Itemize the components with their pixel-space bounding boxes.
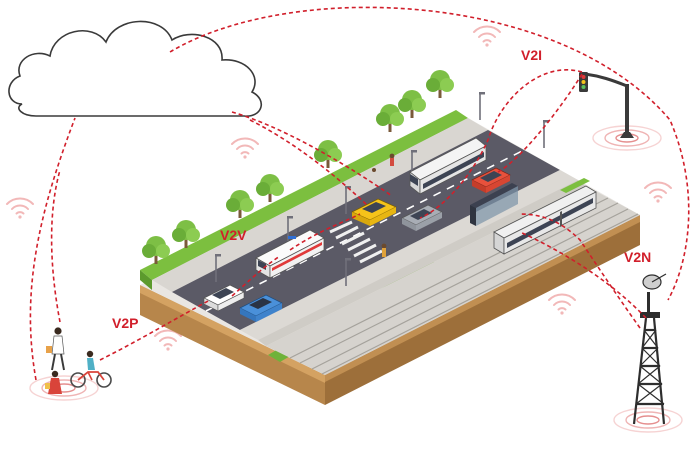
tram-icon: [493, 185, 597, 255]
label-v2i: V2I: [521, 47, 542, 63]
link-v2p: [99, 299, 211, 361]
link-v2v: [231, 255, 281, 297]
pedestrian-group-icon: [29, 327, 112, 401]
label-v2p: V2P: [112, 315, 138, 331]
street-pedestrian: [372, 153, 395, 257]
link-v2i-2: [497, 73, 583, 173]
cloud-icon: [8, 20, 263, 117]
link-cloud-taxi: [249, 119, 369, 207]
car-icon: [203, 284, 245, 312]
label-v2v: V2V: [220, 227, 247, 243]
ambulance-icon: [255, 229, 325, 279]
link-v2v-2: [289, 213, 361, 251]
link-cloud-vehicles: [231, 111, 393, 197]
car-icon: [401, 204, 443, 231]
link-ped-up: [50, 169, 61, 323]
communication-links: [29, 6, 690, 381]
car-icon: [239, 294, 283, 322]
label-v2n: V2N: [624, 249, 651, 265]
car-icon: [351, 198, 397, 226]
link-v2n-2: [519, 231, 647, 319]
link-v2n: [519, 213, 641, 329]
link-cloud-arc: [29, 117, 76, 381]
bus-icon: [409, 137, 487, 195]
link-cloud-tower-arc: [169, 6, 690, 301]
city-street-platform: [140, 110, 640, 405]
link-v2i: [419, 69, 583, 219]
traffic-light-icon: [579, 72, 662, 151]
cell-tower-icon: [613, 273, 683, 433]
car-icon: [471, 167, 511, 193]
